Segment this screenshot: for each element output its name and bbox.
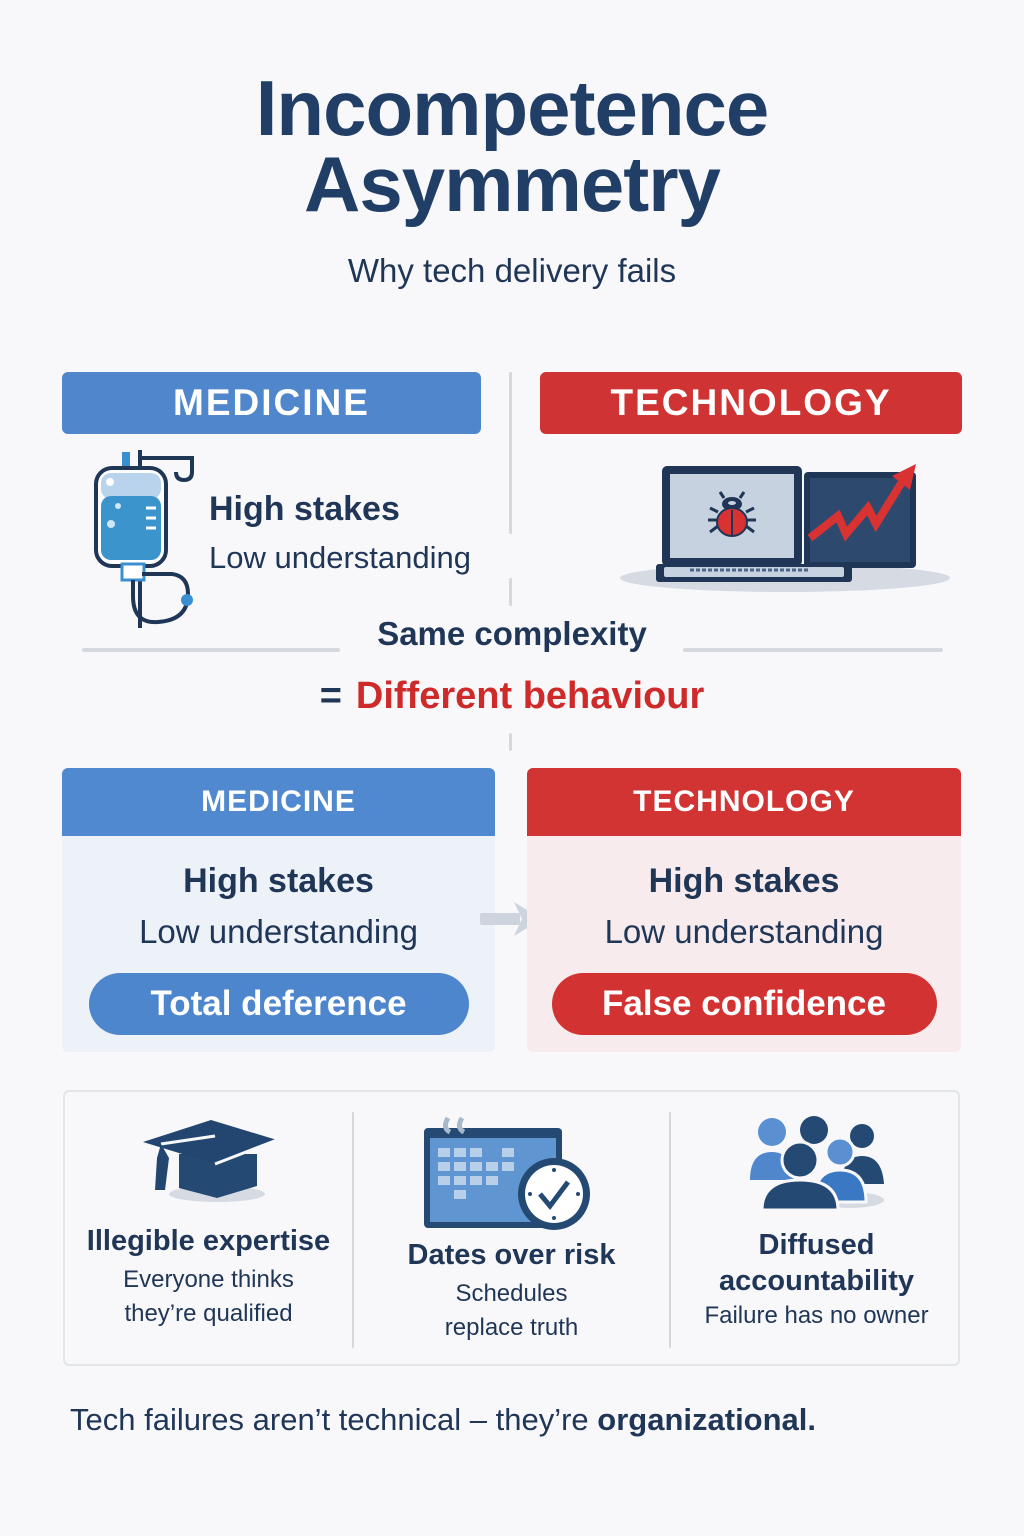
cause-line-2: replace truth xyxy=(444,1314,579,1341)
footer-text: Tech failures aren’t technical – they’re xyxy=(70,1402,598,1437)
horizontal-divider-left xyxy=(82,648,340,652)
medicine-card: MEDICINE High stakes Low understanding T… xyxy=(62,768,495,1052)
equals-sign: = xyxy=(319,675,342,717)
iv-drip-icon xyxy=(94,450,194,628)
cause-line-1: Everyone thinks xyxy=(123,1266,294,1293)
subtitle: Why tech delivery fails xyxy=(347,252,677,289)
footer-statement: Tech failures aren’t technical – they’re… xyxy=(70,1402,816,1438)
technology-header: TECHNOLOGY xyxy=(540,372,962,434)
vertical-divider xyxy=(509,578,512,606)
technology-card-stakes: High stakes xyxy=(648,862,840,900)
column-divider xyxy=(669,1112,671,1348)
same-complexity-label: Same complexity xyxy=(377,615,647,652)
graduation-cap-icon xyxy=(142,1120,278,1202)
cause-line-1: Schedules xyxy=(455,1280,568,1307)
cause-title: Illegible expertise xyxy=(86,1225,331,1257)
footer-emphasis: organizational. xyxy=(597,1402,817,1437)
laptop-bug-chart-icon xyxy=(620,464,950,592)
page-title: Incompetence Asymmetry xyxy=(0,64,1024,228)
medicine-stakes: High stakes xyxy=(209,490,400,528)
cause-title-line-1: Diffused xyxy=(758,1229,875,1261)
technology-card: TECHNOLOGY High stakes Low understanding… xyxy=(527,768,961,1052)
medicine-header: MEDICINE xyxy=(62,372,481,434)
false-confidence-badge: False confidence xyxy=(551,973,937,1035)
cause-title-line-2: accountability xyxy=(719,1265,914,1297)
different-behaviour-label: = Different behaviour xyxy=(0,675,1024,718)
vertical-divider xyxy=(509,372,512,534)
vertical-divider xyxy=(509,733,512,751)
cause-line-1: Failure has no owner xyxy=(704,1302,929,1329)
medicine-understanding: Low understanding xyxy=(209,540,471,575)
technology-card-understanding: Low understanding xyxy=(604,913,884,950)
group-people-icon xyxy=(749,1116,884,1212)
technology-card-header: TECHNOLOGY xyxy=(527,768,961,836)
horizontal-divider-right xyxy=(683,648,943,652)
column-divider xyxy=(352,1112,354,1348)
cause-line-2: they’re qualified xyxy=(124,1300,293,1327)
title-line-1: Incompetence xyxy=(255,64,769,152)
different-behaviour-text: Different behaviour xyxy=(355,675,705,717)
medicine-card-stakes: High stakes xyxy=(183,862,374,900)
medicine-card-understanding: Low understanding xyxy=(139,913,418,950)
cause-title: Dates over risk xyxy=(407,1239,616,1271)
medicine-card-header: MEDICINE xyxy=(62,768,495,836)
cause-diffused-accountability: Diffused accountability Failure has no o… xyxy=(671,1092,962,1364)
title-line-2: Asymmetry xyxy=(304,140,721,228)
calendar-clock-icon xyxy=(423,1116,590,1230)
cause-dates-over-risk: Dates over risk Schedules replace truth xyxy=(354,1092,669,1364)
causes-panel: Illegible expertise Everyone thinks they… xyxy=(63,1090,960,1366)
total-deference-badge: Total deference xyxy=(88,973,469,1035)
cause-illegible-expertise: Illegible expertise Everyone thinks they… xyxy=(65,1092,352,1364)
